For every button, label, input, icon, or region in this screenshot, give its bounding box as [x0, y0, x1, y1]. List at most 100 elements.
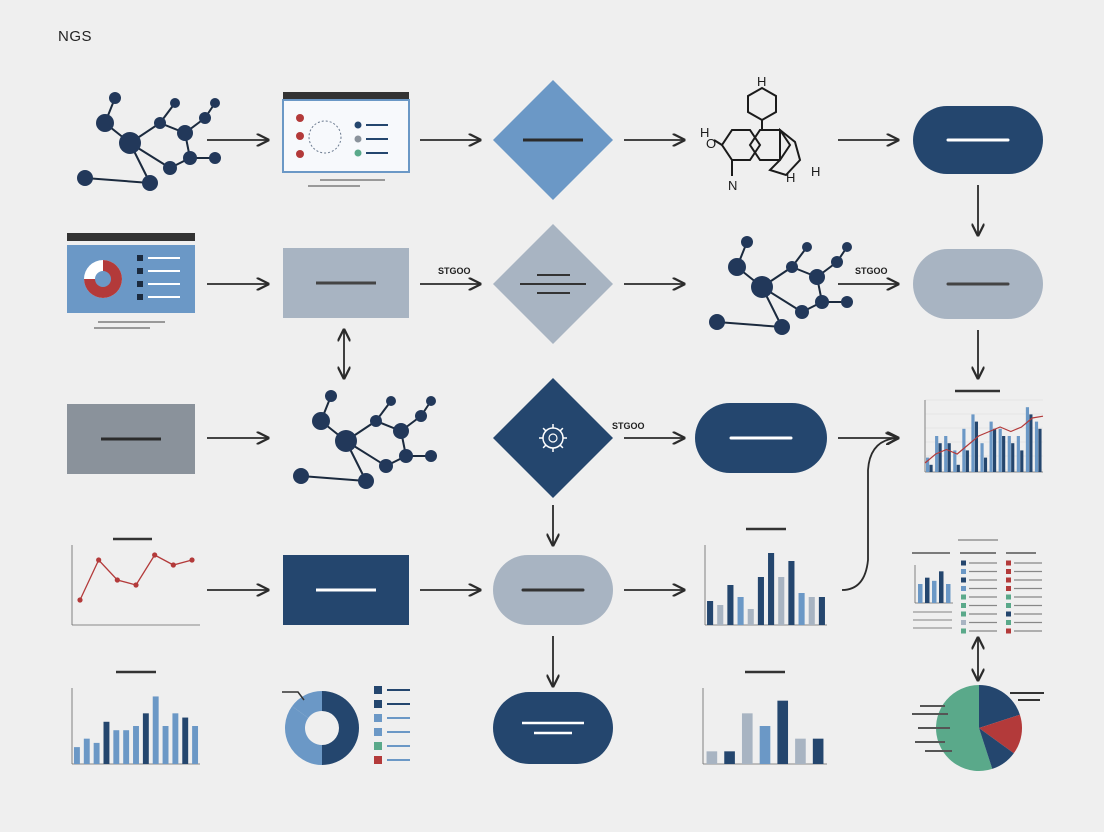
- atom-label: H: [786, 170, 795, 185]
- status-dot: [296, 150, 304, 158]
- dashboard-header-bar: [67, 233, 195, 241]
- terminal-pill-3: [695, 403, 827, 473]
- terminal-pill-5: [493, 692, 613, 764]
- molecule-atom: [815, 295, 829, 309]
- bar-chart-2-bar: [123, 730, 130, 764]
- table-cell-swatch: [1006, 620, 1011, 625]
- molecule-atom: [199, 112, 211, 124]
- molecule-atom: [370, 415, 382, 427]
- bar-chart-2-bar: [113, 730, 120, 764]
- line-chart-1-point: [77, 597, 83, 603]
- donut-chart-slice: [292, 691, 322, 719]
- legend-dot: [354, 135, 362, 143]
- molecule-atom: [709, 314, 725, 330]
- report-table-bar: [932, 580, 937, 603]
- molecule-bond: [300, 475, 367, 482]
- combo-chart-1-bar: [983, 457, 988, 472]
- bar-chart-1-bar: [737, 597, 744, 625]
- pie-chart-slice: [979, 728, 1014, 769]
- table-cell-swatch: [961, 577, 966, 583]
- atom-label: N: [728, 178, 737, 193]
- table-cell-swatch: [961, 560, 966, 566]
- dashboard-panel-2: [67, 233, 195, 329]
- combo-chart-1-bar: [1038, 428, 1042, 472]
- donut-chart-slice: [322, 691, 359, 765]
- combo-chart-1-bar: [971, 414, 975, 472]
- combo-chart-1-bar: [1016, 436, 1020, 472]
- molecule-atom: [415, 410, 427, 422]
- combo-chart-1-bar: [938, 443, 942, 472]
- process-box-1: [283, 248, 409, 318]
- combo-chart-1-bar: [980, 443, 984, 472]
- bar-chart-2-bar: [103, 721, 110, 764]
- report-table-bar: [946, 584, 951, 603]
- combo-chart-1-bar: [944, 436, 948, 472]
- molecule-atom: [728, 258, 746, 276]
- combo-chart-1-bar: [1020, 450, 1024, 472]
- gear-hub: [548, 433, 558, 443]
- benzene-ring: [768, 127, 802, 177]
- molecule-atom: [795, 305, 809, 319]
- combo-chart-1: [924, 389, 1044, 473]
- table-cell-swatch: [1006, 628, 1011, 634]
- chemical-bond: [713, 139, 723, 146]
- bar-chart-2-bar: [152, 696, 159, 764]
- bar-chart-2-bar: [162, 726, 169, 764]
- table-cell-swatch: [961, 594, 966, 600]
- molecule-2: [709, 236, 853, 335]
- report-table: [912, 539, 1042, 634]
- molecule-atom: [802, 242, 812, 252]
- pie-hole: [95, 271, 111, 287]
- dashboard-panel-1: [282, 92, 410, 187]
- edge-label: STGOO: [438, 266, 471, 276]
- legend-square: [374, 700, 382, 708]
- decision-diamond-3: [493, 378, 613, 498]
- combo-chart-1-bar: [1029, 414, 1033, 472]
- bar-chart-2-bar: [172, 713, 179, 764]
- terminal-pill-4: [493, 555, 613, 625]
- molecule-atom: [312, 412, 330, 430]
- gear-tooth: [559, 427, 564, 432]
- bar-chart-3-bar: [724, 751, 735, 764]
- molecule-1: [77, 92, 221, 191]
- molecule-atom: [335, 430, 357, 452]
- legend-square: [374, 728, 382, 736]
- legend-dot: [354, 149, 362, 157]
- atom-label: H: [811, 164, 820, 179]
- legend-square: [374, 742, 382, 750]
- bar-chart-3-bar: [795, 738, 806, 764]
- terminal-pill-5-shape: [493, 692, 613, 764]
- callout-line: [282, 691, 305, 701]
- line-chart-1: [71, 537, 200, 626]
- table-cell-swatch: [1006, 577, 1011, 583]
- molecule-atom: [210, 98, 220, 108]
- combo-chart-1-bar: [947, 443, 951, 472]
- pie-chart-slice: [979, 714, 1022, 754]
- process-box-2: [67, 404, 195, 474]
- gear-tooth: [559, 444, 564, 449]
- atom-label: H: [757, 74, 766, 89]
- bar-chart-1-bar: [788, 561, 795, 625]
- atom-label: O: [706, 136, 716, 151]
- table-cell-swatch: [961, 611, 966, 617]
- line-chart-1-point: [170, 562, 176, 568]
- table-cell-swatch: [1006, 560, 1011, 566]
- molecule-atom: [170, 98, 180, 108]
- combo-chart-1-bar: [1007, 436, 1011, 472]
- table-cell-swatch: [961, 628, 966, 634]
- bar-chart-1: [704, 527, 827, 626]
- combo-chart-1-bar: [953, 450, 957, 472]
- table-cell-swatch: [1006, 611, 1011, 617]
- molecule-atom: [741, 236, 753, 248]
- table-cell-swatch: [961, 620, 966, 625]
- bar-chart-1-bar: [747, 609, 754, 625]
- combo-chart-1-bar: [926, 457, 930, 472]
- network-icon: [308, 120, 342, 154]
- bar-chart-2-bar: [93, 742, 100, 764]
- legend-square: [374, 756, 382, 764]
- dashboard-header-bar: [283, 92, 409, 100]
- molecule-atom: [831, 256, 843, 268]
- table-cell-swatch: [1006, 569, 1011, 574]
- dashboard-frame: [282, 99, 410, 173]
